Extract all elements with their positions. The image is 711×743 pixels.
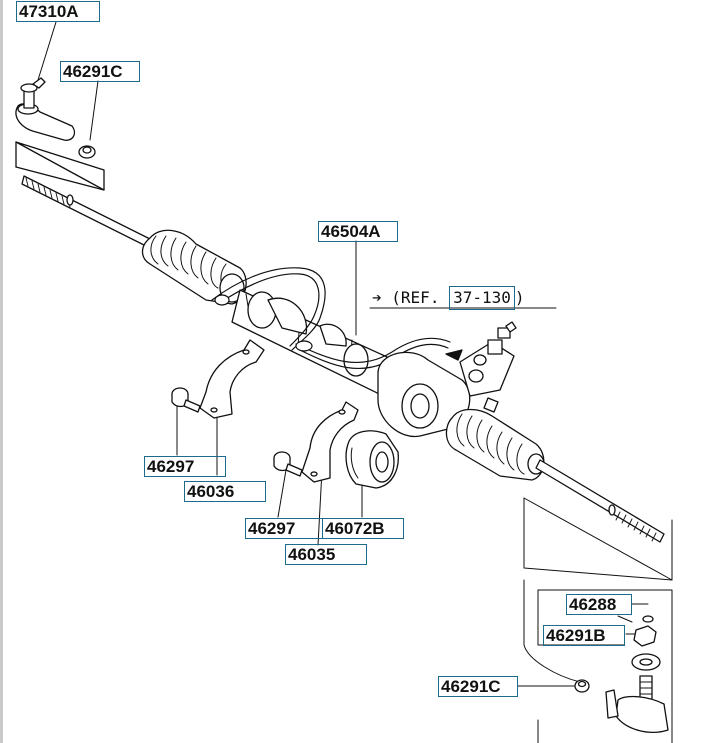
clamp-bracket-46035 — [301, 401, 359, 483]
clamp-bracket-46036 — [199, 339, 265, 419]
part-label-47310a[interactable]: 47310A — [16, 1, 100, 22]
rubber-bushing-46072b — [345, 430, 399, 489]
part-label-46288[interactable]: 46288 — [566, 594, 632, 615]
page-edge — [0, 0, 3, 743]
leader-lines — [37, 21, 649, 687]
left-bellows-boot — [141, 229, 247, 305]
valve-housing — [377, 321, 517, 438]
part-label-46291b[interactable]: 46291B — [543, 625, 625, 646]
right-bellows-boot — [445, 408, 545, 481]
arrow-right-icon: ➔ — [372, 288, 382, 307]
left-tie-rod — [21, 175, 153, 249]
part-label-46036[interactable]: 46036 — [184, 481, 266, 502]
reference-note: ➔ (REF. 37-130) — [372, 286, 525, 310]
bolt-46297-upper — [171, 387, 201, 413]
reference-suffix: ) — [514, 288, 525, 307]
part-label-46297-lower[interactable]: 46297 — [245, 518, 323, 539]
part-label-46504a[interactable]: 46504A — [318, 221, 398, 242]
reference-link-37-130[interactable]: 37-130 — [449, 286, 515, 310]
reference-prefix: (REF. — [391, 288, 440, 307]
part-label-46035[interactable]: 46035 — [285, 544, 367, 565]
part-label-46297-upper[interactable]: 46297 — [144, 456, 226, 477]
tie-rod-end-upper — [15, 77, 105, 191]
hydraulic-pipes — [211, 267, 451, 370]
part-label-46291c-bottom[interactable]: 46291C — [438, 676, 518, 697]
part-label-46072b[interactable]: 46072B — [322, 518, 404, 539]
part-label-46291c-top[interactable]: 46291C — [60, 61, 140, 82]
bolt-46297-lower — [273, 451, 303, 477]
right-tie-rod — [535, 459, 665, 543]
lower-tie-rod-end — [574, 615, 669, 733]
rack-housing — [231, 289, 421, 411]
